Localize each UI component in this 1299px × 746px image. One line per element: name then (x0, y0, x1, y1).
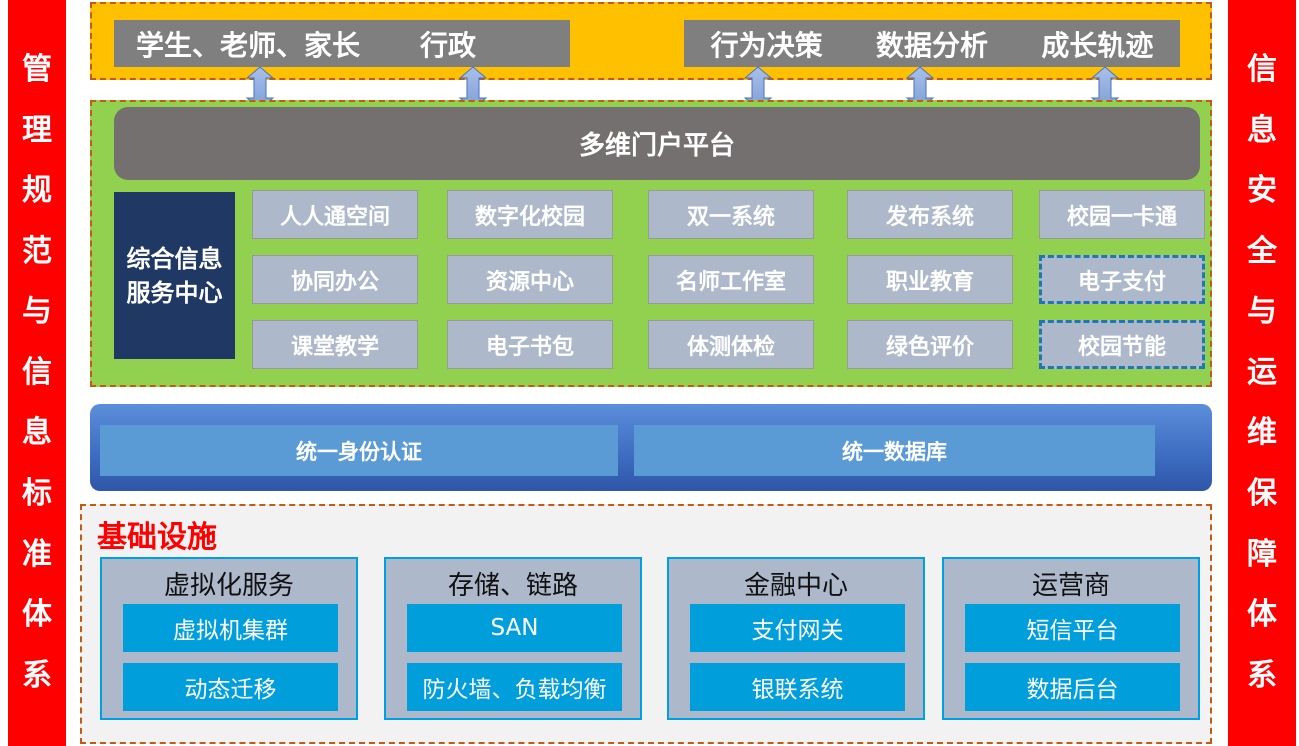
infrastructure-panel: 虚拟化服务虚拟机集群动态迁移 (100, 557, 358, 720)
panel-title: 金融中心 (743, 571, 848, 601)
infrastructure-item-label: 支付网关 (751, 618, 844, 644)
app-module-label: 体测体检 (686, 334, 775, 360)
panel-title: 虚拟化服务 (163, 571, 294, 601)
side-char: 体 (1247, 597, 1277, 633)
side-char: 运 (1247, 354, 1277, 390)
side-char: 与 (22, 294, 52, 330)
left-bar-management-standards: 管理规范与信息标准体系 (8, 0, 66, 746)
unified-auth: 统一身份认证 (100, 425, 618, 476)
side-char: 全 (1247, 233, 1277, 269)
portal-platform: 多维门户平台 (114, 107, 1200, 180)
infrastructure-item-label: 短信平台 (1026, 618, 1119, 644)
app-module-label: 电子书包 (485, 334, 574, 360)
app-module: 体测体检 (648, 320, 814, 369)
panel-title: 运营商 (1031, 571, 1110, 601)
infrastructure-title: 基础设施 (97, 520, 217, 555)
users-label-box: 学生、老师、家长 行政 (114, 20, 570, 67)
app-module-label: 数字化校园 (474, 204, 585, 230)
app-module: 课堂教学 (252, 320, 418, 369)
side-char: 体 (22, 597, 52, 633)
app-module: 双一系统 (648, 190, 814, 239)
side-char: 理 (22, 112, 52, 148)
app-module: 协同办公 (252, 255, 418, 304)
app-module: 绿色评价 (847, 320, 1013, 369)
app-module-label: 发布系统 (885, 204, 974, 230)
app-module: 人人通空间 (252, 190, 418, 239)
app-module: 资源中心 (447, 255, 613, 304)
unified-database: 统一数据库 (634, 425, 1155, 476)
app-module: 电子支付 (1039, 255, 1205, 304)
infrastructure-item-label: 数据后台 (1026, 677, 1119, 703)
side-char: 息 (1247, 112, 1277, 148)
side-char: 与 (1247, 294, 1277, 330)
infrastructure-item: 支付网关 (690, 604, 905, 652)
app-module: 发布系统 (847, 190, 1013, 239)
unified-auth-label: 统一身份认证 (296, 439, 422, 464)
app-module: 电子书包 (447, 320, 613, 369)
infrastructure-item: SAN (407, 604, 622, 652)
infrastructure-item: 数据后台 (965, 663, 1180, 711)
users-label: 学生、老师、家长 (136, 28, 361, 62)
infrastructure-item-label: 防火墙、负载均衡 (422, 677, 607, 703)
right-bar-security-operations: 信息安全与运维保障体系 (1228, 0, 1296, 746)
side-char: 信 (1247, 52, 1277, 88)
panel-title: 存储、链路 (447, 571, 578, 601)
infrastructure-panel: 金融中心支付网关银联系统 (667, 557, 925, 720)
app-module: 名师工作室 (648, 255, 814, 304)
side-char: 障 (1247, 536, 1277, 572)
app-module-label: 人人通空间 (279, 204, 390, 230)
infrastructure-item: 动态迁移 (123, 663, 338, 711)
service-center-label: 综合信息服务中心 (126, 244, 223, 307)
app-module: 校园一卡通 (1039, 190, 1205, 239)
infrastructure-item: 虚拟机集群 (123, 604, 338, 652)
app-module-label: 绿色评价 (885, 334, 974, 360)
side-char: 系 (22, 657, 52, 693)
app-module-label: 双一系统 (686, 204, 775, 230)
unified-database-label: 统一数据库 (842, 439, 947, 464)
side-char: 标 (22, 475, 52, 511)
side-char: 维 (1247, 415, 1277, 451)
service-center: 综合信息服务中心 (114, 192, 235, 359)
app-module-label: 校园一卡通 (1066, 204, 1177, 230)
app-module-label: 课堂教学 (290, 334, 379, 360)
infrastructure-item: 短信平台 (965, 604, 1180, 652)
app-module-label: 资源中心 (485, 269, 574, 295)
side-char: 准 (22, 536, 52, 572)
side-char: 范 (22, 233, 52, 269)
app-module: 职业教育 (847, 255, 1013, 304)
app-module-label: 职业教育 (885, 269, 974, 295)
side-char: 信 (22, 354, 52, 390)
infrastructure-item-label: 银联系统 (751, 677, 844, 703)
app-module-label: 电子支付 (1077, 269, 1166, 295)
infrastructure-item-label: 动态迁移 (184, 677, 277, 703)
side-char: 规 (22, 173, 52, 209)
infrastructure-item: 银联系统 (690, 663, 905, 711)
app-module-label: 名师工作室 (675, 269, 786, 295)
function-label: 数据分析 (875, 28, 988, 62)
functions-label-box: 行为决策 数据分析 成长轨迹 (684, 20, 1180, 67)
side-char: 保 (1247, 475, 1277, 511)
infrastructure-panel: 运营商短信平台数据后台 (942, 557, 1200, 720)
function-label: 成长轨迹 (1041, 28, 1154, 62)
side-char: 息 (22, 415, 52, 451)
app-module-label: 校园节能 (1077, 334, 1166, 360)
function-label: 行为决策 (710, 28, 823, 62)
app-module: 校园节能 (1039, 320, 1205, 369)
app-module-label: 协同办公 (290, 269, 379, 295)
admin-label: 行政 (420, 28, 477, 62)
side-char: 管 (22, 52, 52, 88)
infrastructure-item-label: SAN (490, 615, 539, 641)
app-module: 数字化校园 (447, 190, 613, 239)
infrastructure-item: 防火墙、负载均衡 (407, 663, 622, 711)
infrastructure-panel: 存储、链路 SAN 防火墙、负载均衡 (384, 557, 642, 720)
infrastructure-item-label: 虚拟机集群 (173, 618, 288, 644)
side-char: 安 (1247, 173, 1277, 209)
portal-label: 多维门户平台 (578, 131, 735, 161)
side-char: 系 (1247, 657, 1277, 693)
